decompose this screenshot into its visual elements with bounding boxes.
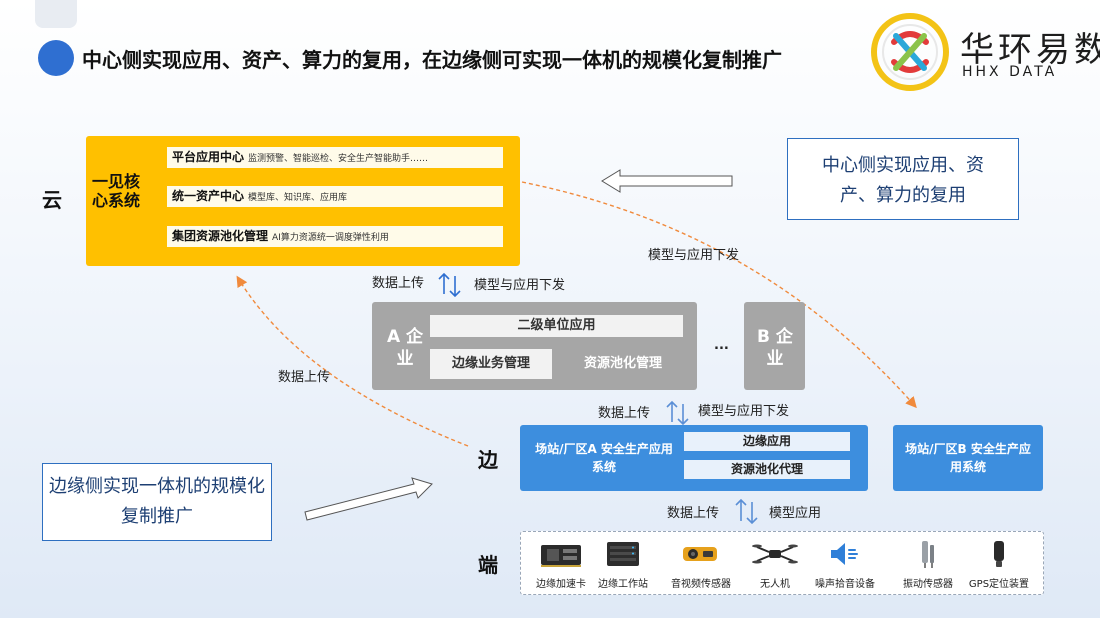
cloud-item-desc: 监测预警、智能巡检、安全生产智能助手…… xyxy=(248,154,429,164)
title-bullet-icon xyxy=(38,40,74,76)
updown-arrows-edge-icon xyxy=(666,400,689,426)
logo-text-cn: 华环易数 xyxy=(960,30,1100,70)
device-label: 边缘加速卡 xyxy=(536,579,586,590)
device-item: 噪声拾音设备 xyxy=(814,537,876,590)
note-data-upload-3: 数据上传 xyxy=(667,506,720,521)
callout-center: 中心侧实现应用、资产、算力的复用 xyxy=(787,138,1019,220)
enterprise-a-app: 二级单位应用 xyxy=(430,315,683,337)
updown-arrows-cloud-icon xyxy=(438,272,461,298)
corner-decoration xyxy=(35,0,77,28)
cloud-item-name: 集团资源池化管理 xyxy=(172,229,269,243)
row-label-edge: 边 xyxy=(478,448,498,472)
device-label: 无人机 xyxy=(760,579,790,590)
vibration-sensor-icon xyxy=(922,541,934,568)
device-label: 振动传感器 xyxy=(903,579,953,590)
cloud-item-assets: 统一资产中心模型库、知识库、应用库 xyxy=(167,186,503,207)
drone-icon xyxy=(752,544,798,564)
speaker-icon xyxy=(831,543,858,565)
device-item: 边缘工作站 xyxy=(592,537,654,590)
note-model-dist-1: 模型与应用下发 xyxy=(474,278,566,293)
cloud-item-name: 平台应用中心 xyxy=(172,150,245,164)
edge-b-box xyxy=(893,425,1043,491)
page-title: 中心侧实现应用、资产、算力的复用，在边缘侧可实现一体机的规模化复制推广 xyxy=(82,48,782,72)
edge-a-agent: 资源池化代理 xyxy=(684,460,850,479)
cloud-item-desc: 模型库、知识库、应用库 xyxy=(248,193,348,203)
row-label-terminal: 端 xyxy=(478,553,498,577)
hollow-arrow-left-icon xyxy=(601,169,733,193)
note-data-upload-curve: 数据上传 xyxy=(278,370,331,385)
enterprise-a-biz: 边缘业务管理 xyxy=(430,349,552,379)
enterprise-a-pool: 资源池化管理 xyxy=(583,356,662,371)
dashed-arrow-data-upload xyxy=(236,275,469,447)
dashed-arrow-model-dist xyxy=(521,181,917,409)
row-label-cloud: 云 xyxy=(42,188,62,212)
device-item: 振动传感器 xyxy=(897,537,959,590)
logo-text-en: HHX DATA xyxy=(962,64,1058,80)
enterprise-b-label: B 企业 xyxy=(757,327,793,369)
updown-arrows-terminal-icon xyxy=(735,498,758,525)
edge-a-label: 场站/厂区A 安全生产应用系统 xyxy=(535,442,673,474)
enterprise-a-label: A 企业 xyxy=(386,327,424,369)
device-item: 边缘加速卡 xyxy=(530,537,592,590)
device-item: 音视频传感器 xyxy=(670,537,732,590)
workstation-icon xyxy=(607,542,639,566)
note-model-dist-2: 模型与应用下发 xyxy=(698,404,790,419)
device-label: GPS定位装置 xyxy=(968,579,1030,590)
gps-device-icon xyxy=(994,541,1004,567)
cloud-item-platform: 平台应用中心监测预警、智能巡检、安全生产智能助手…… xyxy=(167,147,503,168)
note-data-upload-2: 数据上传 xyxy=(598,406,651,421)
note-ellipsis: ... xyxy=(714,338,729,353)
enterprise-b-box xyxy=(744,302,805,390)
device-label: 边缘工作站 xyxy=(598,579,648,590)
note-model-dist-curve: 模型与应用下发 xyxy=(648,248,740,263)
note-data-upload-1: 数据上传 xyxy=(372,276,425,291)
accelerator-card-icon xyxy=(541,545,581,567)
cloud-item-name: 统一资产中心 xyxy=(172,189,245,203)
device-item: 无人机 xyxy=(744,537,806,590)
note-model-app: 模型应用 xyxy=(769,506,822,521)
hhx-logo-icon xyxy=(871,13,949,91)
cloud-core-label: 一见核心系统 xyxy=(92,172,141,210)
av-sensor-icon xyxy=(683,547,717,561)
callout-edge: 边缘侧实现一体机的规模化复制推广 xyxy=(42,463,272,541)
device-label: 音视频传感器 xyxy=(671,579,731,590)
device-label: 噪声拾音设备 xyxy=(815,579,875,590)
device-item: GPS定位装置 xyxy=(968,537,1030,590)
cloud-item-desc: AI算力资源统一调度弹性利用 xyxy=(272,233,389,243)
edge-b-label: 场站/厂区B 安全生产应用系统 xyxy=(905,442,1031,474)
edge-a-app: 边缘应用 xyxy=(684,432,850,451)
hollow-arrow-right-icon xyxy=(304,477,433,521)
